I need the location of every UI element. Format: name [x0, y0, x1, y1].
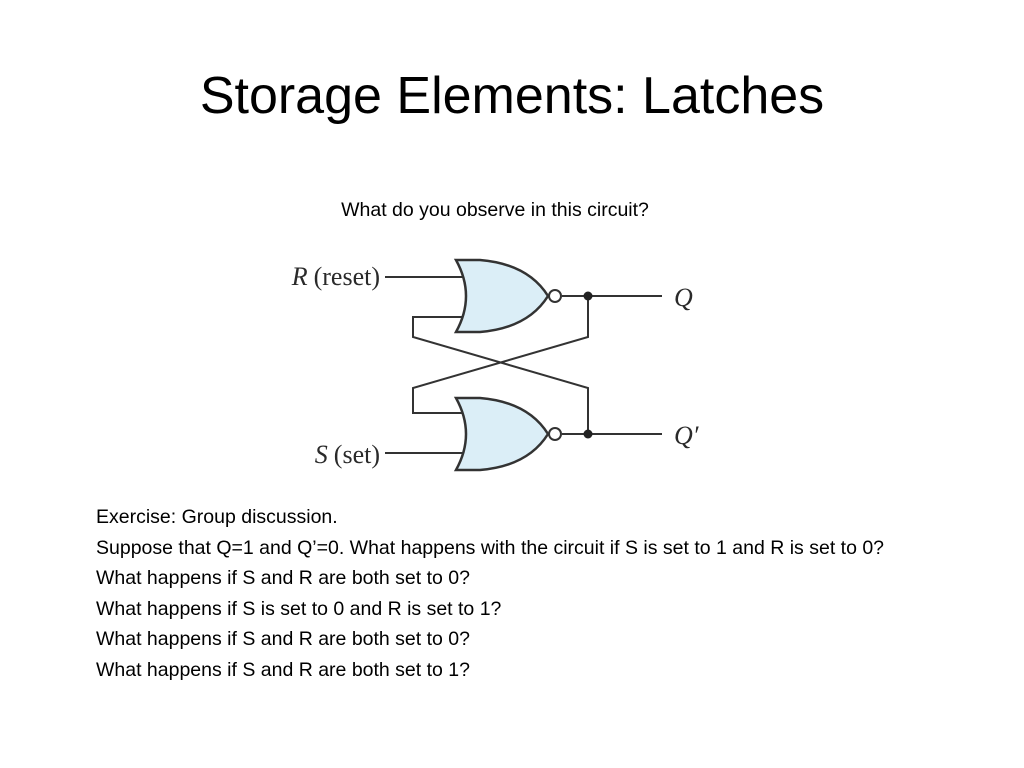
slide-title: Storage Elements: Latches — [199, 67, 825, 125]
s-input-label: S(set) — [315, 440, 380, 469]
r-input-label: R(reset) — [291, 262, 380, 291]
top-nor-gate — [453, 258, 562, 334]
exercise-question: What happens if S and R are both set to … — [96, 658, 470, 681]
bottom-nor-gate-body — [453, 396, 550, 472]
q-bar-junction-dot — [583, 429, 593, 439]
circuit-question: What do you observe in this circuit? — [341, 199, 649, 221]
circuit-wires — [385, 276, 662, 454]
r-input-var: R — [291, 262, 308, 291]
exercise-heading: Exercise: Group discussion. — [96, 506, 338, 528]
exercise-question: What happens if S and R are both set to … — [96, 628, 470, 650]
q-feedback-wire — [412, 296, 589, 414]
q-output-label: Q — [674, 283, 693, 312]
exercise-question: Suppose that Q=1 and Q’=0. What happens … — [96, 536, 885, 559]
exercise-question: What happens if S is set to 0 and R is s… — [96, 597, 502, 620]
top-nor-bubble — [548, 289, 562, 303]
q-bar-feedback-wire — [412, 316, 589, 434]
s-input-var: S — [315, 440, 328, 469]
sr-latch-diagram: R(reset) S(set) Q Q′ — [250, 240, 730, 490]
bottom-nor-bubble — [548, 427, 562, 441]
exercise-question: What happens if S and R are both set to … — [96, 567, 470, 589]
q-bar-output-label: Q′ — [674, 421, 699, 450]
exercise-list: Exercise: Group discussion. Suppose that… — [96, 502, 936, 685]
r-input-desc: (reset) — [314, 262, 380, 291]
bottom-nor-gate — [453, 396, 562, 472]
q-junction-dot — [583, 291, 593, 301]
top-nor-gate-body — [453, 258, 550, 334]
s-input-desc: (set) — [334, 440, 380, 469]
